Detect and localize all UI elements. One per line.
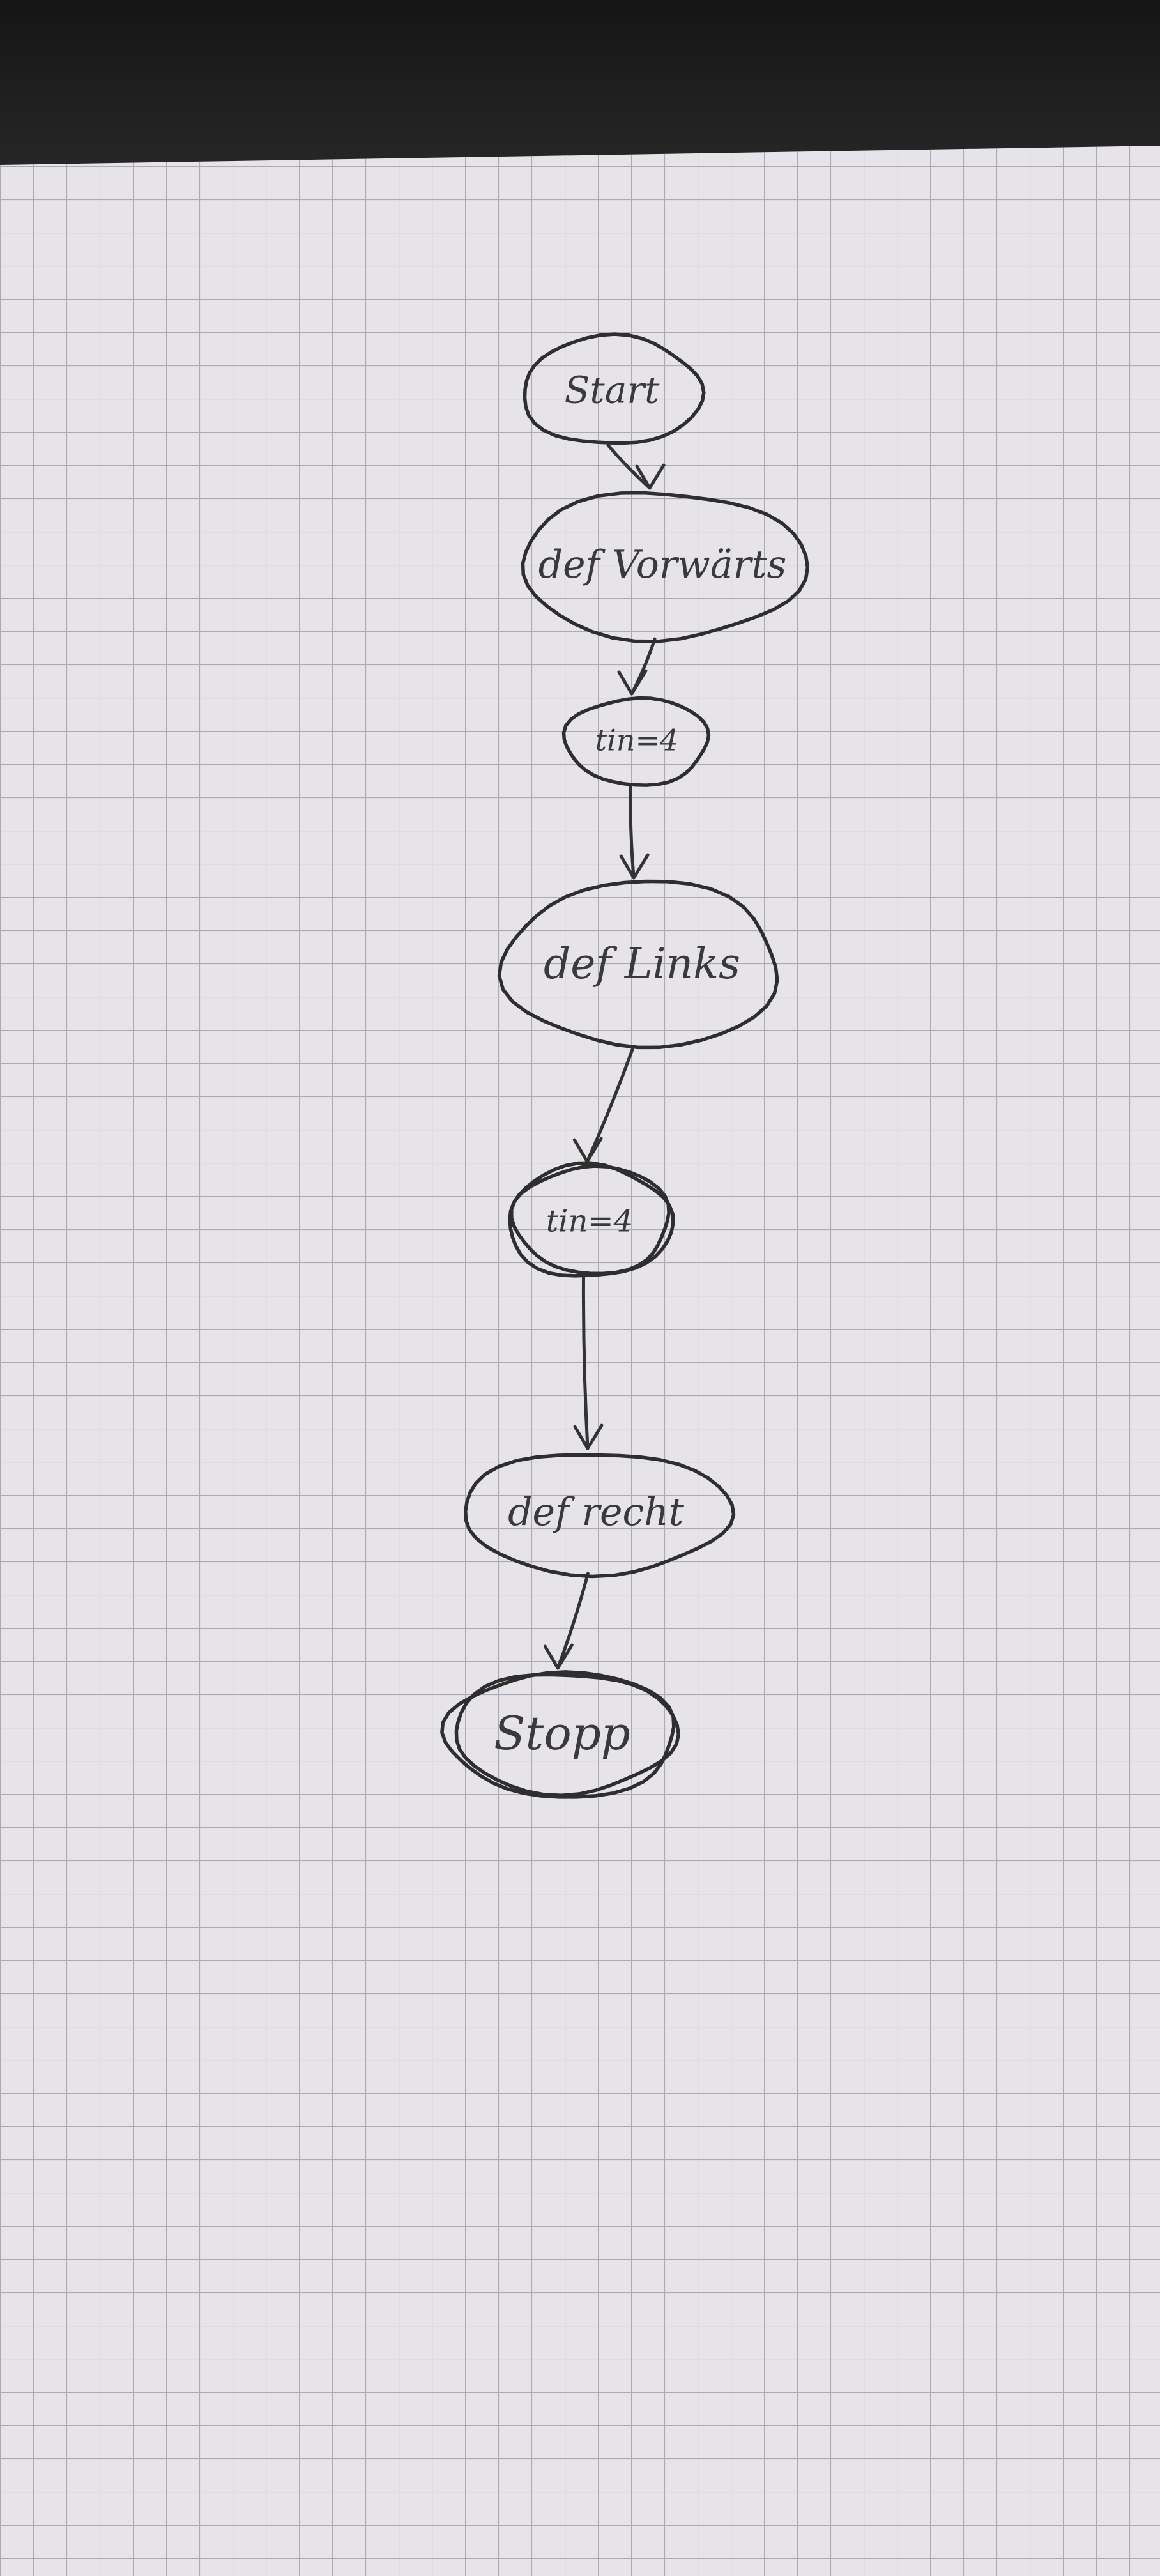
node-tin-1: tin=4 xyxy=(561,696,711,787)
arrow-head-icon xyxy=(635,463,666,490)
node-label-tin-2: tin=4 xyxy=(546,1203,633,1239)
node-label-def-recht: def recht xyxy=(508,1490,685,1535)
node-def-recht: def recht xyxy=(463,1453,736,1579)
desk-background xyxy=(0,0,1160,166)
node-ellipse xyxy=(508,1161,675,1278)
nodes-layer: Start def Vorwärts tin=4 def Links tin=4 def … xyxy=(440,332,810,1799)
node-ellipse-overdraw xyxy=(510,1164,671,1276)
edge-tin-2-to-def-recht xyxy=(573,1276,604,1450)
arrow-head-icon xyxy=(617,669,648,696)
node-ellipse xyxy=(497,879,779,1050)
node-tin-2: tin=4 xyxy=(508,1161,675,1278)
node-def-links: def Links xyxy=(497,879,779,1050)
edge-start-to-def-vorwaerts xyxy=(606,443,666,490)
edges-layer xyxy=(543,443,666,1670)
node-def-vorwaerts: def Vorwärts xyxy=(521,491,810,643)
arrow-head-icon xyxy=(573,1423,604,1450)
arrow-line xyxy=(606,443,652,490)
node-ellipse xyxy=(463,1453,736,1579)
node-ellipse xyxy=(440,1670,676,1799)
node-ellipse xyxy=(521,491,810,643)
arrow-line xyxy=(585,1046,635,1163)
node-label-def-vorwaerts: def Vorwärts xyxy=(538,542,787,587)
node-label-def-links: def Links xyxy=(544,939,740,988)
node-ellipse xyxy=(561,696,711,787)
arrow-head-icon xyxy=(619,853,650,880)
graph-grid xyxy=(0,146,1160,2576)
node-start: Start xyxy=(523,332,706,445)
edge-def-vorwaerts-to-tin-1 xyxy=(617,637,657,696)
node-label-start: Start xyxy=(565,369,660,412)
node-ellipse-overdraw xyxy=(454,1673,681,1798)
edge-tin-1-to-def-links xyxy=(619,783,650,880)
node-ellipse xyxy=(523,332,706,445)
edge-def-recht-to-stopp xyxy=(543,1572,590,1670)
arrow-head-icon xyxy=(543,1643,574,1670)
node-stopp: Stopp xyxy=(440,1670,681,1799)
node-label-tin-1: tin=4 xyxy=(595,723,679,758)
arrow-line xyxy=(556,1572,590,1670)
arrow-line xyxy=(629,783,636,880)
node-label-stopp: Stopp xyxy=(494,1706,630,1760)
arrow-line xyxy=(581,1276,590,1450)
